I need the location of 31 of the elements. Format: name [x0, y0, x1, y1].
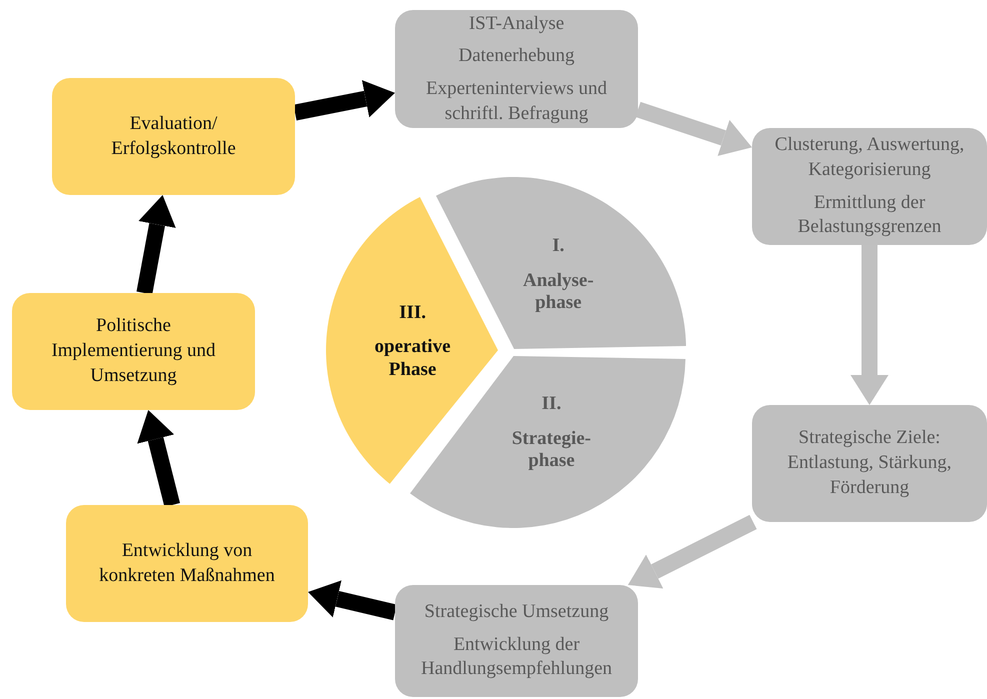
process-box	[12, 293, 255, 410]
box-text: II.	[542, 392, 562, 416]
box-text: Ermittlung der Belastungsgrenzen	[796, 190, 942, 240]
block-arrow	[293, 80, 395, 120]
process-box	[752, 405, 987, 522]
box-text: Strategische Umsetzung	[424, 600, 609, 624]
block-arrow	[137, 410, 180, 507]
box-text: Politische Implementierung und Umsetzung	[50, 314, 217, 388]
box-text: Entwicklung von konkreten Maßnahmen	[98, 538, 276, 588]
box-text: Entwicklung der Handlungsempfehlungen	[420, 632, 613, 682]
process-box	[395, 10, 638, 128]
block-arrow	[308, 580, 397, 620]
box-text: Strategische Ziele: Entlastung, Stärkung, Förderung	[786, 426, 953, 500]
process-box	[752, 128, 987, 245]
box-text: IST-Analyse	[468, 12, 564, 36]
box-text: III.	[399, 301, 426, 324]
box-text: Strategie- phase	[510, 427, 592, 474]
box-text: Datenerhebung	[458, 44, 575, 68]
block-arrow	[136, 195, 176, 294]
box-text: Analyse- phase	[522, 269, 595, 316]
process-box	[52, 78, 295, 195]
block-arrow	[850, 245, 888, 405]
box-text: Experteninterviews und schriftl. Befragung	[425, 77, 608, 126]
box-text: Evaluation/ Erfolgskontrolle	[110, 112, 237, 160]
process-box	[66, 505, 308, 622]
box-text: I.	[552, 234, 564, 258]
block-arrow	[635, 102, 752, 156]
box-text: Clusterung, Auswertung, Kategorisierung	[774, 133, 966, 182]
block-arrow	[628, 514, 757, 588]
process-box	[395, 585, 638, 697]
box-text: operative Phase	[374, 336, 452, 382]
